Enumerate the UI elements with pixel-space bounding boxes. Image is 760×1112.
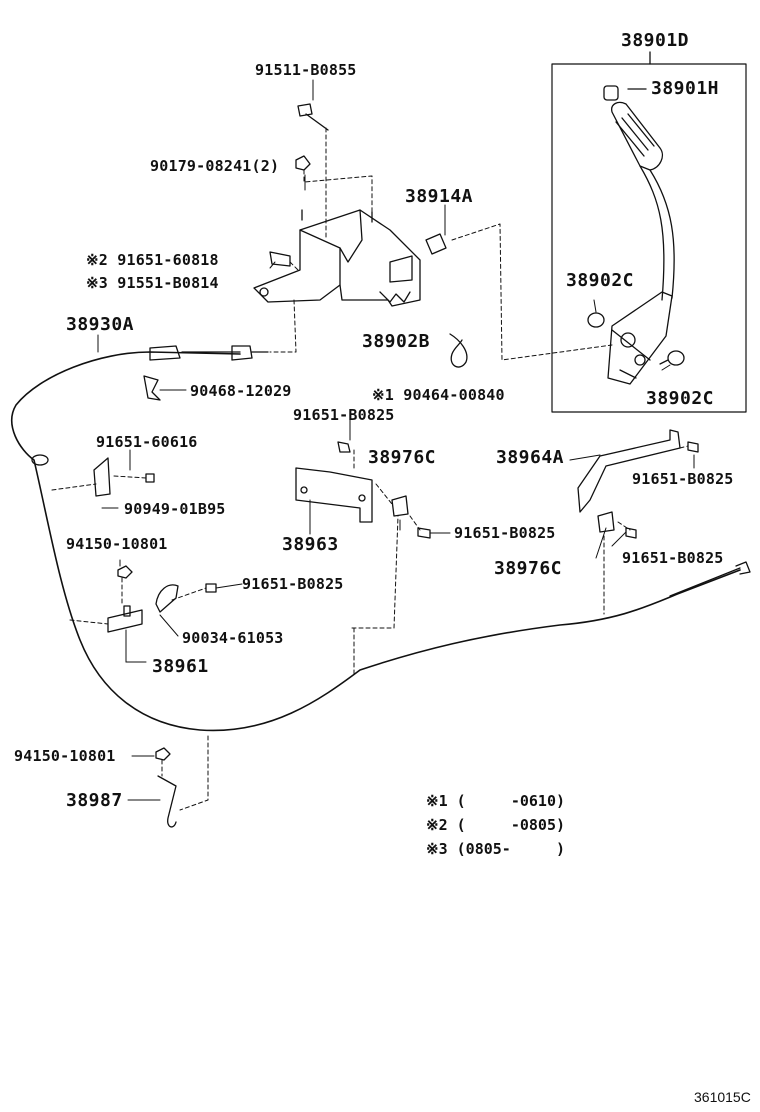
label-38976c-b: 38976C [494,558,563,579]
label-91511-b0855: 91511-B0855 [255,61,357,79]
bolt-91651-60818-icon [269,251,291,267]
label-38914a: 38914A [405,186,474,207]
label-91551-b0814: ※3 91551-B0814 [86,274,219,292]
bolt-91651-60616-icon [145,473,155,483]
bushing-38902c-bottom [667,350,685,366]
clamp-90034 [155,584,179,613]
label-38976c-a: 38976C [368,447,437,468]
bolt-icon-d [625,527,637,539]
bolt-91511-icon [297,103,329,131]
label-91651-60616: 91651-60616 [96,433,198,451]
nut-90179-icon [295,155,311,171]
pin-38914a [425,233,447,255]
label-38987: 38987 [66,790,123,811]
label-38901d: 38901D [621,30,690,51]
label-38902b: 38902B [362,331,431,352]
label-38902c-top: 38902C [566,270,635,291]
bushing-38902c-top [587,312,605,328]
note-2: ※2 ( -0805) [426,816,565,834]
parking-brake-lever [603,85,675,385]
clip-90949 [93,457,111,497]
label-90034-61053: 90034-61053 [182,629,284,647]
bolt-icon-c [417,527,431,539]
label-90949-01b95: 90949-01B95 [124,500,226,518]
note-1: ※1 ( -0610) [426,792,565,810]
cable-end-fitting [149,345,241,361]
clip-38976c-a [391,495,409,517]
bolt-icon-a [337,441,351,453]
clip-90468-icon [143,375,161,401]
label-38963: 38963 [282,534,339,555]
bolt-icon-b [687,441,699,453]
bracket-38963 [295,467,373,523]
label-38961: 38961 [152,656,209,677]
label-38930a: 38930A [66,314,135,335]
lever-assembly-frame [551,63,747,413]
label-91651-b0825-e: 91651-B0825 [242,575,344,593]
hook-38987 [157,775,177,828]
clip-90464-icon [449,333,468,368]
lever-bracket [253,209,421,307]
label-90468-12029: 90468-12029 [190,382,292,400]
lever-knob-button [603,85,619,101]
label-94150-10801-b: 94150-10801 [14,747,116,765]
label-38902c-bottom: 38902C [646,388,715,409]
bolt-icon-e [205,583,217,593]
label-38964a: 38964A [496,447,565,468]
label-91651-b0825-d: 91651-B0825 [622,549,724,567]
clip-38976c-b [597,511,615,533]
cable-grommet [31,454,49,466]
brake-cable-38930a [11,351,741,732]
label-91651-b0825-a: 91651-B0825 [293,406,395,424]
note-3: ※3 (0805- ) [426,840,565,858]
nut-94150-a-icon [117,565,133,579]
bracket-38964a [577,429,681,513]
label-90179-08241: 90179-08241(2) [150,157,280,175]
label-90464-00840: ※1 90464-00840 [372,386,505,404]
label-94150-10801-a: 94150-10801 [66,535,168,553]
label-38901h: 38901H [651,78,720,99]
label-91651-b0825-b: 91651-B0825 [632,470,734,488]
nut-94150-b-icon [155,747,171,761]
diagram-code: 361015C [694,1089,751,1105]
label-91651-b0825-c: 91651-B0825 [454,524,556,542]
bracket-38961 [107,609,143,633]
label-91651-60818: ※2 91651-60818 [86,251,219,269]
